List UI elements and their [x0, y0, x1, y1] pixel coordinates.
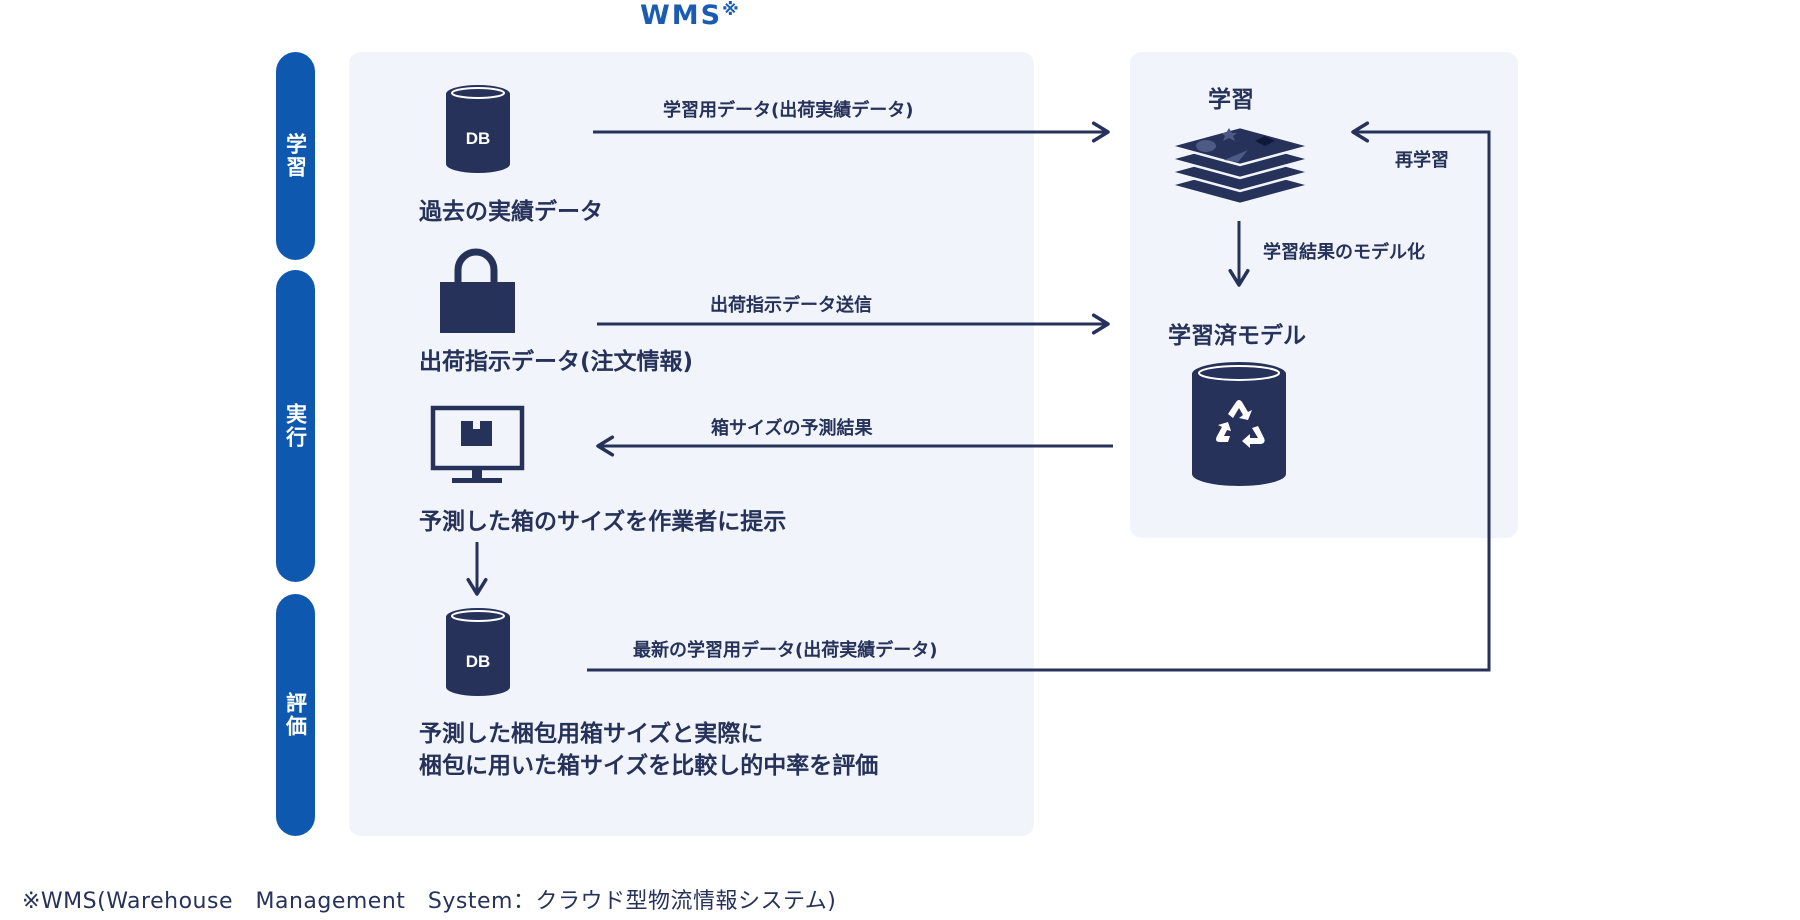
- arrow-relearn-loop: [587, 121, 1491, 672]
- database-icon: DB: [446, 85, 510, 173]
- bag-icon: [440, 248, 515, 333]
- label-evaluate: 予測した梱包用箱サイズと実際に 梱包に用いた箱サイズを比較し的中率を評価: [419, 721, 879, 779]
- phase-evaluation: 評価: [276, 594, 315, 836]
- edge-label-relearn: 再学習: [1395, 150, 1449, 171]
- edge-label-send-order: 出荷指示データ送信: [710, 295, 872, 316]
- label-order-data: 出荷指示データ(注文情報): [419, 349, 694, 375]
- wms-note-mark: ※: [722, 0, 741, 20]
- footnote: ※WMS(Warehouse Management System：クラウド型物流…: [22, 889, 837, 914]
- label-present-size: 予測した箱のサイズを作業者に提示: [419, 509, 787, 535]
- wms-title: WMS※: [640, 0, 741, 31]
- label-past-data: 過去の実績データ: [419, 199, 603, 225]
- edge-label-training-data: 学習用データ(出荷実績データ): [663, 100, 914, 121]
- label-learning: 学習: [1208, 87, 1254, 113]
- edge-label-latest-data: 最新の学習用データ(出荷実績データ): [633, 640, 938, 661]
- edge-label-modeling: 学習結果のモデル化: [1263, 242, 1425, 263]
- label-trained-model: 学習済モデル: [1168, 323, 1306, 349]
- recycle-database-icon: [1192, 362, 1286, 486]
- edge-label-prediction: 箱サイズの予測結果: [711, 418, 873, 439]
- phase-execution: 実行: [276, 270, 315, 582]
- phase-learning: 学習: [276, 52, 315, 260]
- database-icon: DB: [446, 608, 510, 696]
- monitor-icon: [430, 405, 525, 483]
- db-label-2: DB: [466, 652, 491, 671]
- layers-icon: [1165, 125, 1315, 206]
- wms-title-text: WMS: [640, 0, 723, 31]
- db-label-1: DB: [466, 129, 491, 148]
